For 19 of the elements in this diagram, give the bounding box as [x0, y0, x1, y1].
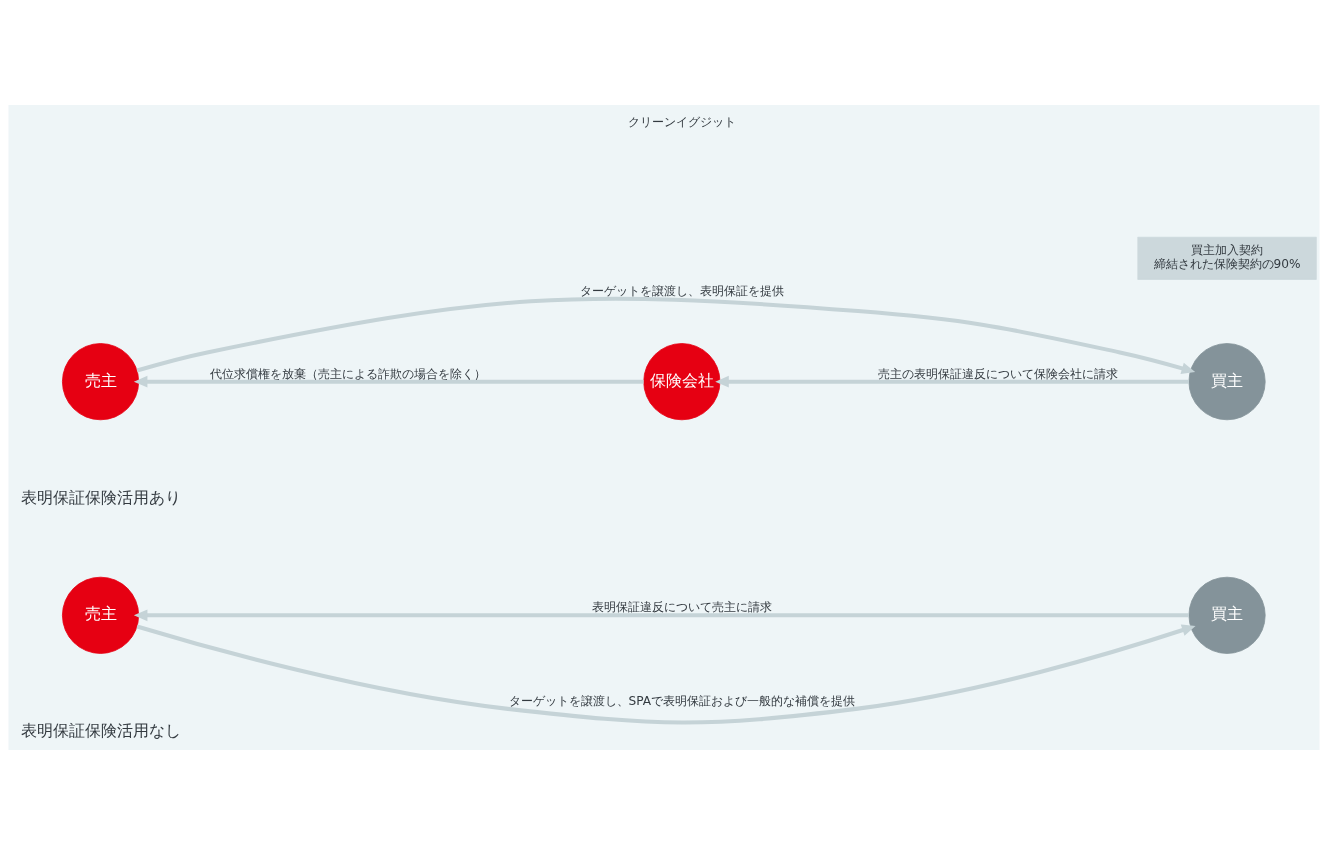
node-box: 買主加入契約 締結された保険契約の90%	[1137, 236, 1317, 280]
node-circle: 売主	[62, 576, 140, 654]
label: 表明保証保険活用なし	[20, 720, 181, 740]
node-circle: 買主	[1188, 576, 1266, 654]
node-circle: 買主	[1188, 342, 1266, 420]
edge-label: ターゲットを譲渡し、SPAで表明保証および一般的な補償を提供	[508, 693, 856, 708]
arrow	[133, 608, 1189, 621]
node-circle: 保険会社	[643, 342, 721, 420]
label: 表明保証保険活用あり	[20, 487, 181, 507]
edge-label: 代位求償権を放棄（売主による詐欺の場合を除く）	[209, 366, 486, 381]
arrow	[136, 296, 1196, 374]
edge-label: 表明保証違反について売主に請求	[591, 599, 772, 614]
node-circle: 売主	[62, 342, 140, 420]
arrow	[715, 375, 1189, 388]
arrow	[136, 624, 1196, 724]
arrow	[133, 375, 644, 388]
edge-label: 売主の表明保証違反について保険会社に請求	[877, 366, 1118, 381]
edge-label: ターゲットを譲渡し、表明保証を提供	[579, 283, 784, 298]
label: クリーンイグジット	[627, 114, 736, 129]
